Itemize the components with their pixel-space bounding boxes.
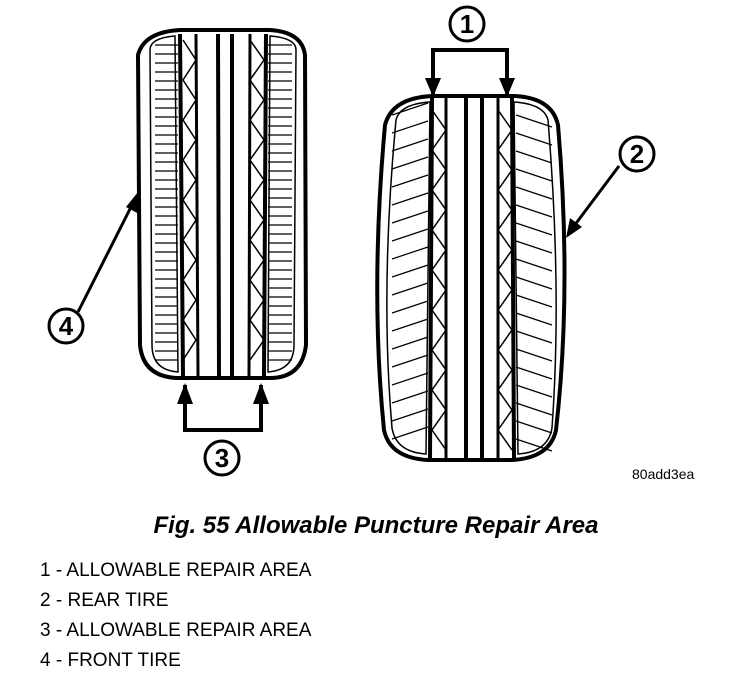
- legend-number: 4: [40, 650, 51, 671]
- tread-sipe-line: [515, 384, 553, 398]
- callout-4: 4: [47, 192, 139, 345]
- tread-sipe-line: [515, 276, 553, 290]
- front-tire-illustration: [135, 28, 309, 380]
- callout-1: 1: [425, 5, 515, 97]
- tread-sipe-line: [391, 426, 429, 440]
- legend-list: 1 - ALLOWABLE REPAIR AREA 2 - REAR TIRE …: [40, 556, 311, 676]
- legend-text: FRONT TIRE: [67, 650, 181, 671]
- tread-sipe-line: [391, 264, 429, 278]
- legend-item: 1 - ALLOWABLE REPAIR AREA: [40, 560, 312, 581]
- tread-sipe-line: [391, 318, 429, 332]
- legend-text: ALLOWABLE REPAIR AREA: [66, 560, 312, 581]
- tread-sipe-line: [515, 420, 553, 434]
- callout-3: 3: [177, 383, 269, 477]
- tread-sipe-line: [515, 294, 553, 308]
- tread-sipe-line: [391, 372, 429, 386]
- legend-number: 1: [40, 560, 51, 581]
- tread-sipe-line: [515, 132, 553, 146]
- tread-sipe-line: [515, 168, 553, 182]
- tread-sipe-line: [391, 192, 429, 206]
- legend-text: ALLOWABLE REPAIR AREA: [66, 620, 312, 641]
- tread-sipe-line: [391, 138, 429, 152]
- tread-sipe-line: [391, 354, 429, 368]
- callout-3-number: 3: [215, 443, 229, 473]
- tread-sipe-line: [391, 282, 429, 296]
- tread-sipe-line: [391, 210, 429, 224]
- callout-2-number: 2: [630, 139, 644, 169]
- figure-caption: Fig. 55 Allowable Puncture Repair Area: [153, 512, 599, 539]
- tread-sipe-line: [515, 330, 553, 344]
- tread-sipe-line: [515, 366, 553, 380]
- tread-sipe-line: [391, 120, 429, 134]
- tread-sipe-line: [515, 186, 553, 200]
- tread-sipe-line: [391, 300, 429, 314]
- tread-sipe-line: [515, 114, 553, 128]
- tread-sipe-line: [515, 348, 553, 362]
- legend-text: REAR TIRE: [67, 590, 169, 611]
- legend-item: 2 - REAR TIRE: [40, 590, 169, 611]
- tread-sipe-line: [391, 390, 429, 404]
- legend-item: 4 - FRONT TIRE: [40, 650, 181, 671]
- tread-sipe-line: [515, 438, 553, 452]
- tread-sipe-line: [515, 258, 553, 272]
- callout-2: 2: [566, 135, 656, 238]
- tire-diagram: 1 2 3 4: [47, 5, 656, 477]
- rear-tire-illustration: [375, 94, 567, 462]
- tread-sipe-line: [515, 240, 553, 254]
- callout-1-number: 1: [460, 9, 474, 39]
- tread-sipe-line: [391, 336, 429, 350]
- figure-code: 80add3ea: [632, 466, 695, 482]
- legend-number: 3: [40, 620, 51, 641]
- tread-sipe-line: [391, 174, 429, 188]
- tread-sipe-line: [391, 102, 429, 116]
- callout-4-number: 4: [59, 311, 74, 341]
- tread-sipe-line: [391, 246, 429, 260]
- legend-item: 3 - ALLOWABLE REPAIR AREA: [40, 620, 312, 641]
- tread-sipe-line: [515, 312, 553, 326]
- tread-sipe-line: [515, 402, 553, 416]
- tread-sipe-line: [515, 150, 553, 164]
- tread-sipe-line: [391, 228, 429, 242]
- tread-sipe-line: [391, 408, 429, 422]
- legend-number: 2: [40, 590, 51, 611]
- tread-sipe-line: [391, 156, 429, 170]
- tread-sipe-line: [515, 222, 553, 236]
- tread-sipe-line: [515, 204, 553, 218]
